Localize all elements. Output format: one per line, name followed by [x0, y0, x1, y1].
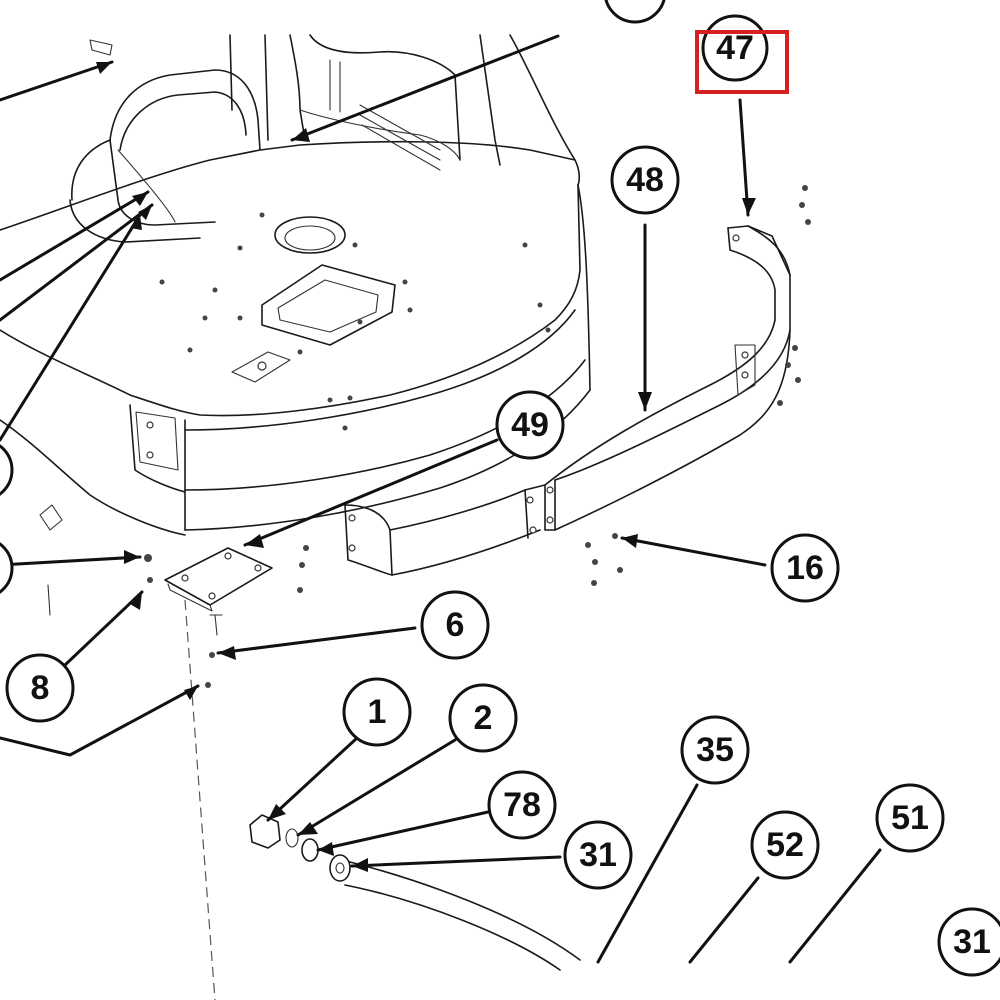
callout-partial-left-1 [0, 444, 14, 496]
bumper-rail-48 [544, 225, 791, 531]
callout-1: 1 [342, 677, 412, 747]
mount-plate [164, 547, 273, 636]
callout-52-label: 52 [766, 826, 804, 864]
callout-1-label: 1 [368, 693, 387, 731]
axle-assembly [249, 814, 581, 971]
callout-31: 31 [563, 820, 633, 890]
callout-16-label: 16 [786, 549, 824, 587]
callout-49-label: 49 [511, 406, 549, 444]
callout-8-label: 8 [31, 669, 50, 707]
leader-arrows [0, 34, 882, 964]
callout-52: 52 [750, 810, 820, 880]
deck-bolts [159, 212, 551, 431]
callout-51-label: 51 [891, 799, 929, 837]
callout-47: 47 [701, 14, 769, 82]
callout-31-label: 31 [579, 836, 617, 874]
callout-47-label: 47 [716, 29, 754, 67]
callout-47-highlight-box [695, 30, 789, 94]
callout-51: 51 [875, 783, 945, 853]
callout-partial-top [604, 0, 666, 24]
callout-31-secondary: 31 [937, 907, 1000, 977]
callout-8: 8 [5, 653, 75, 723]
loose-fasteners [144, 185, 811, 688]
callout-78-label: 78 [503, 786, 541, 824]
callout-2-label: 2 [474, 699, 493, 737]
callout-6: 6 [420, 590, 490, 660]
callout-48: 48 [610, 145, 680, 215]
callout-2: 2 [448, 683, 518, 753]
callout-31-secondary-label: 31 [953, 923, 991, 961]
callout-16: 16 [770, 533, 840, 603]
machine-body [0, 34, 591, 616]
callout-35: 35 [680, 715, 750, 785]
bumper-rail-49 [344, 484, 546, 576]
callout-6-label: 6 [446, 606, 465, 644]
callout-49: 49 [495, 390, 565, 460]
callout-35-label: 35 [696, 731, 734, 769]
callout-48-label: 48 [626, 161, 664, 199]
callout-partial-left-2 [0, 542, 14, 594]
callout-78: 78 [487, 770, 557, 840]
arrowheads [96, 62, 756, 872]
